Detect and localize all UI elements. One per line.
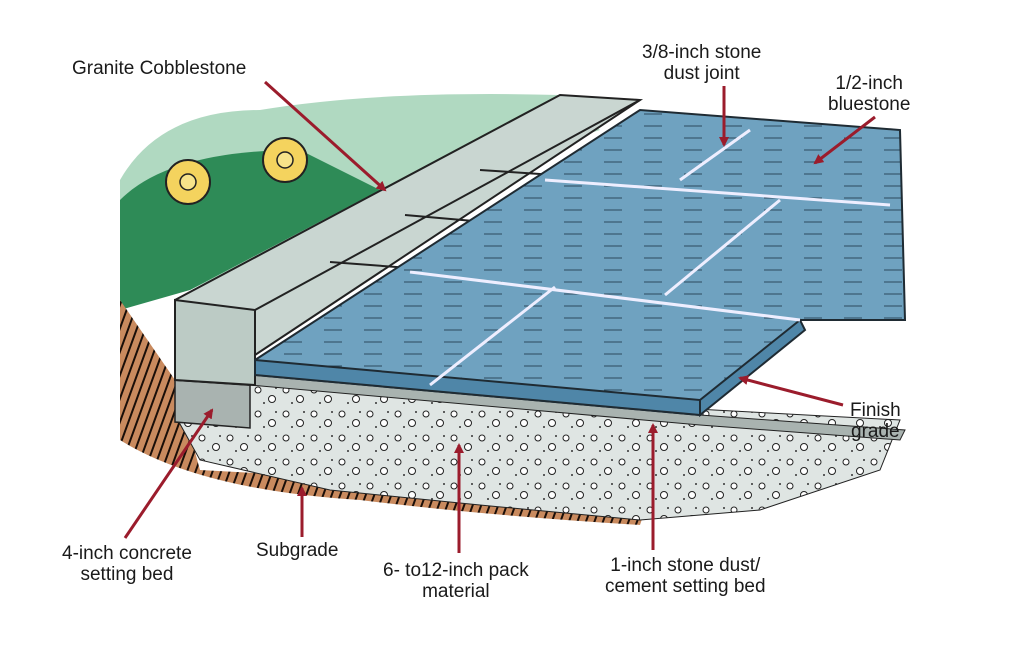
label-stone-dust-joint: 3/8-inch stone dust joint <box>642 42 762 84</box>
arrow-finish-grade <box>738 375 844 407</box>
label-stone-dust-setting-bed: 1-inch stone dust/ cement setting bed <box>605 555 766 597</box>
label-bluestone: 1/2-inch bluestone <box>828 73 911 115</box>
label-concrete-setting-bed: 4-inch concrete setting bed <box>62 543 192 585</box>
arrow-granite-cobblestone <box>263 80 387 192</box>
label-subgrade: Subgrade <box>256 540 339 561</box>
callout-arrows <box>123 80 876 553</box>
granite-cobblestone-curb <box>174 93 644 387</box>
label-granite-cobblestone: Granite Cobblestone <box>72 58 247 79</box>
label-pack-material: 6- to12-inch pack material <box>383 560 529 602</box>
daffodil-flower-icon <box>165 137 308 205</box>
label-finish-grade: Finish grade <box>850 400 901 442</box>
concrete-setting-bed <box>174 379 251 429</box>
arrow-bluestone <box>813 115 876 165</box>
arrow-concrete-bed <box>123 408 214 539</box>
bluestone-paving <box>254 108 907 418</box>
